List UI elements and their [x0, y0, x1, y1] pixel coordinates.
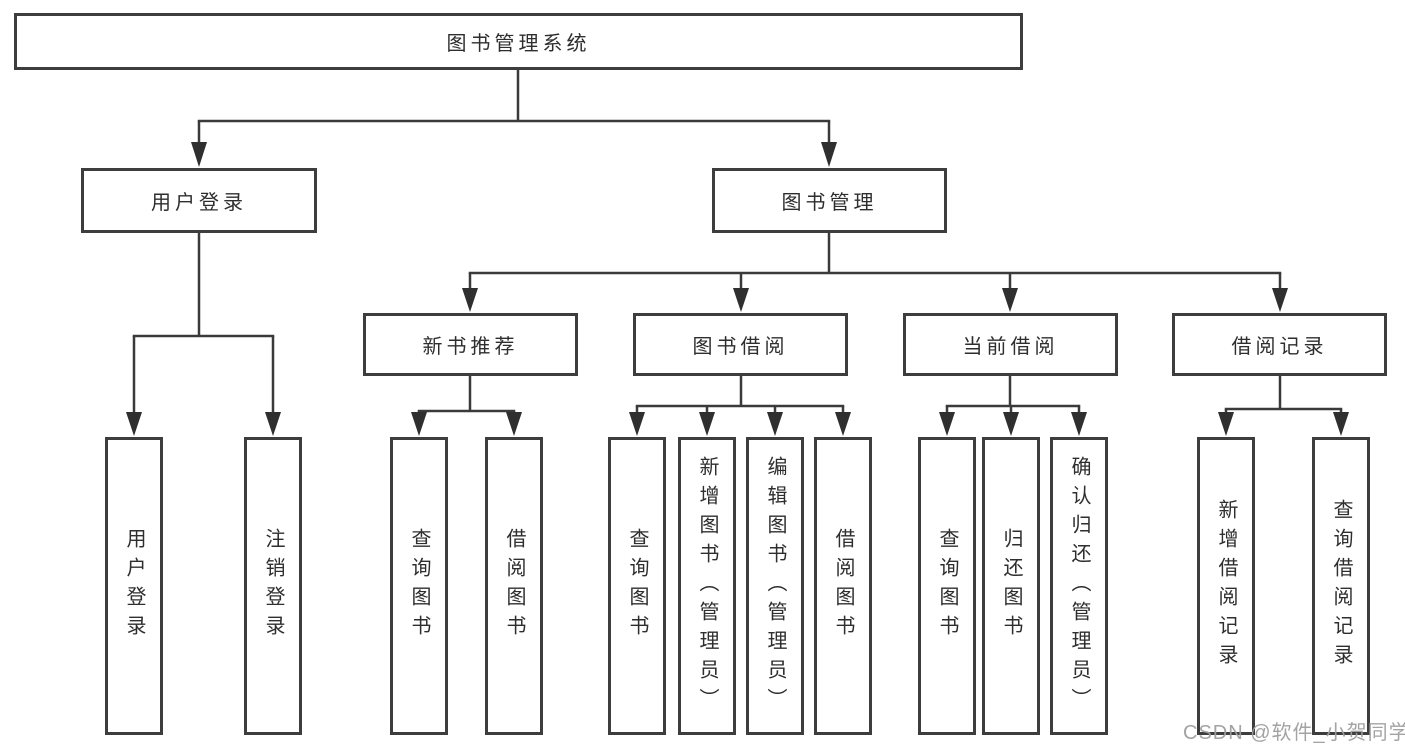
leaf-bb-query-books-label: 查询图书	[626, 528, 648, 644]
leaf-bb-edit-books-admin: 编辑图书（管理员）	[746, 437, 804, 735]
leaf-br-add-record-label: 新增借阅记录	[1215, 499, 1237, 673]
leaf-cb-confirm-return-admin: 确认归还（管理员）	[1050, 437, 1108, 735]
watermark-csdn: CSDN @软件_小贺同学	[1183, 722, 1405, 744]
leaf-cb-return-books: 归还图书	[982, 437, 1040, 735]
node-current-borrow: 当前借阅	[903, 313, 1118, 376]
leaf-nbr-borrow-books-label: 借阅图书	[503, 528, 525, 644]
leaf-logout-label: 注销登录	[262, 528, 284, 644]
node-book-borrow: 图书借阅	[633, 313, 848, 376]
node-root-library-system: 图书管理系统	[14, 13, 1023, 70]
leaf-br-add-record: 新增借阅记录	[1197, 437, 1255, 735]
leaf-logout: 注销登录	[244, 437, 302, 735]
leaf-bb-borrow-books-label: 借阅图书	[832, 528, 854, 644]
leaf-cb-query-books: 查询图书	[918, 437, 976, 735]
node-borrow-records: 借阅记录	[1172, 313, 1387, 376]
leaf-user-login: 用户登录	[105, 437, 163, 735]
node-new-book-recommend: 新书推荐	[363, 313, 578, 376]
leaf-bb-edit-books-admin-label: 编辑图书（管理员）	[764, 455, 786, 717]
leaf-cb-query-books-label: 查询图书	[936, 528, 958, 644]
leaf-cb-return-books-label: 归还图书	[1000, 528, 1022, 644]
leaf-bb-query-books: 查询图书	[608, 437, 666, 735]
node-user-login: 用户登录	[81, 168, 317, 233]
leaf-br-query-record-label: 查询借阅记录	[1330, 499, 1352, 673]
leaf-nbr-borrow-books: 借阅图书	[485, 437, 543, 735]
leaf-user-login-label: 用户登录	[123, 528, 145, 644]
leaf-bb-add-books-admin-label: 新增图书（管理员）	[696, 455, 718, 717]
leaf-nbr-query-books-label: 查询图书	[408, 528, 430, 644]
node-book-management: 图书管理	[712, 168, 947, 233]
leaf-nbr-query-books: 查询图书	[390, 437, 448, 735]
leaf-bb-borrow-books: 借阅图书	[814, 437, 872, 735]
leaf-cb-confirm-return-admin-label: 确认归还（管理员）	[1068, 455, 1090, 717]
leaf-bb-add-books-admin: 新增图书（管理员）	[678, 437, 736, 735]
leaf-br-query-record: 查询借阅记录	[1312, 437, 1370, 735]
